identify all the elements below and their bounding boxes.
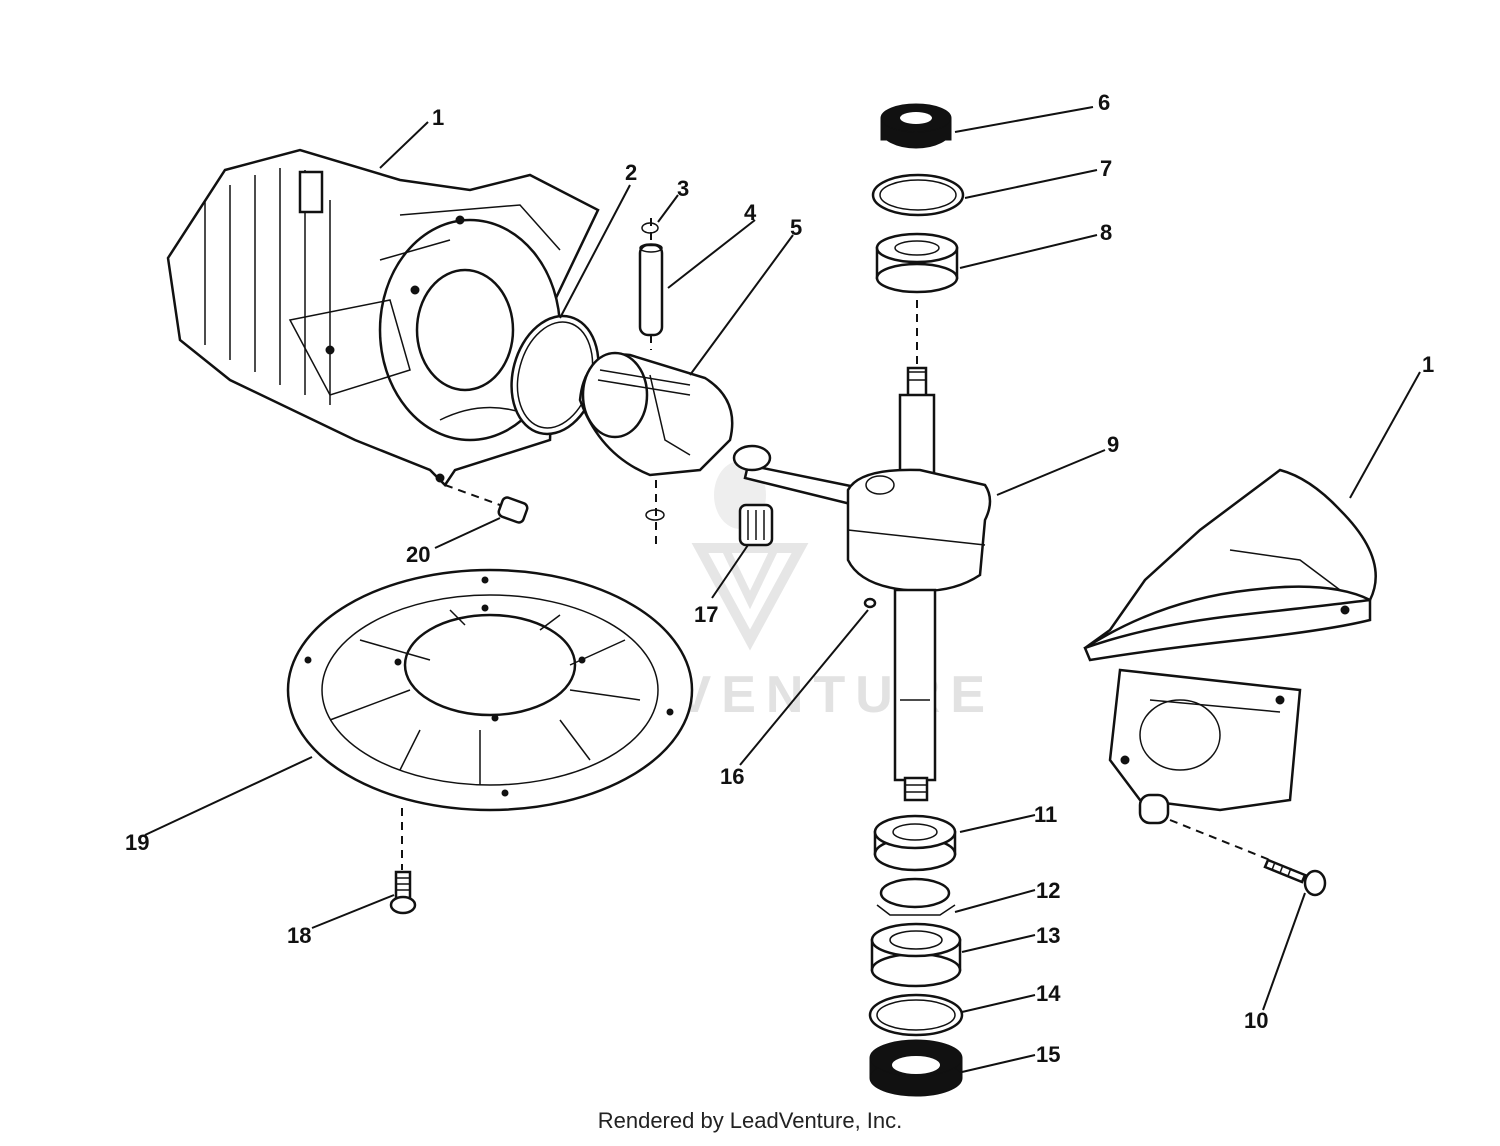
callout-5: 5	[790, 215, 802, 240]
dowel-pin-part	[497, 496, 529, 524]
callout-9: 9	[1107, 432, 1119, 457]
retainer-clip-part	[876, 877, 956, 916]
cover-screw-part	[389, 870, 417, 915]
crankcase-half-part	[1083, 468, 1377, 825]
needle-bearing-part	[738, 503, 774, 547]
callout-10: 10	[1244, 1008, 1268, 1033]
pin-centerline	[650, 218, 657, 548]
leader-lines	[144, 106, 1421, 1073]
cover-plate-part	[286, 568, 694, 812]
callout-19: 19	[125, 830, 149, 855]
lower-ring-part	[868, 993, 964, 1037]
render-credit: Rendered by LeadVenture, Inc.	[597, 1108, 903, 1133]
callout-20: 20	[406, 542, 430, 567]
callout-6: 6	[1098, 90, 1110, 115]
upper-seal-part	[880, 103, 952, 149]
callout-12: 12	[1036, 878, 1060, 903]
callout-8: 8	[1100, 220, 1112, 245]
callout-4: 4	[744, 200, 757, 225]
callout-11: 11	[1034, 802, 1057, 827]
callout-13: 13	[1036, 923, 1060, 948]
callout-labels: 1 2 3 4 5 6 7 8 9 1 20 17 16 19 18 11 12…	[125, 90, 1434, 1067]
bolt-centerline	[1169, 819, 1271, 861]
crankcase-bolt-part	[1263, 858, 1327, 897]
callout-15: 15	[1036, 1042, 1060, 1067]
woodruff-key-part	[863, 597, 877, 609]
piston-part	[578, 351, 734, 477]
piston-ring-part	[510, 314, 600, 436]
callout-17: 17	[694, 602, 718, 627]
callout-7: 7	[1100, 156, 1112, 181]
lower-seal-part	[869, 1039, 963, 1097]
callout-18: 18	[287, 923, 311, 948]
callout-3: 3	[677, 176, 689, 201]
upper-ring-part	[871, 173, 965, 217]
upper-bearing-part	[875, 232, 959, 294]
lower-bearing-part	[870, 922, 962, 988]
wrist-pin-part	[638, 243, 664, 337]
callout-16: 16	[720, 764, 744, 789]
crankcase-cylinder-part	[166, 148, 600, 487]
crankshaft-part	[732, 366, 992, 802]
callout-2: 2	[625, 160, 637, 185]
callout-1b: 1	[1422, 352, 1434, 377]
callout-1a: 1	[432, 105, 444, 130]
lower-seal-ring-part	[873, 814, 957, 872]
dowel-centerline	[444, 484, 501, 506]
callout-14: 14	[1036, 981, 1061, 1006]
